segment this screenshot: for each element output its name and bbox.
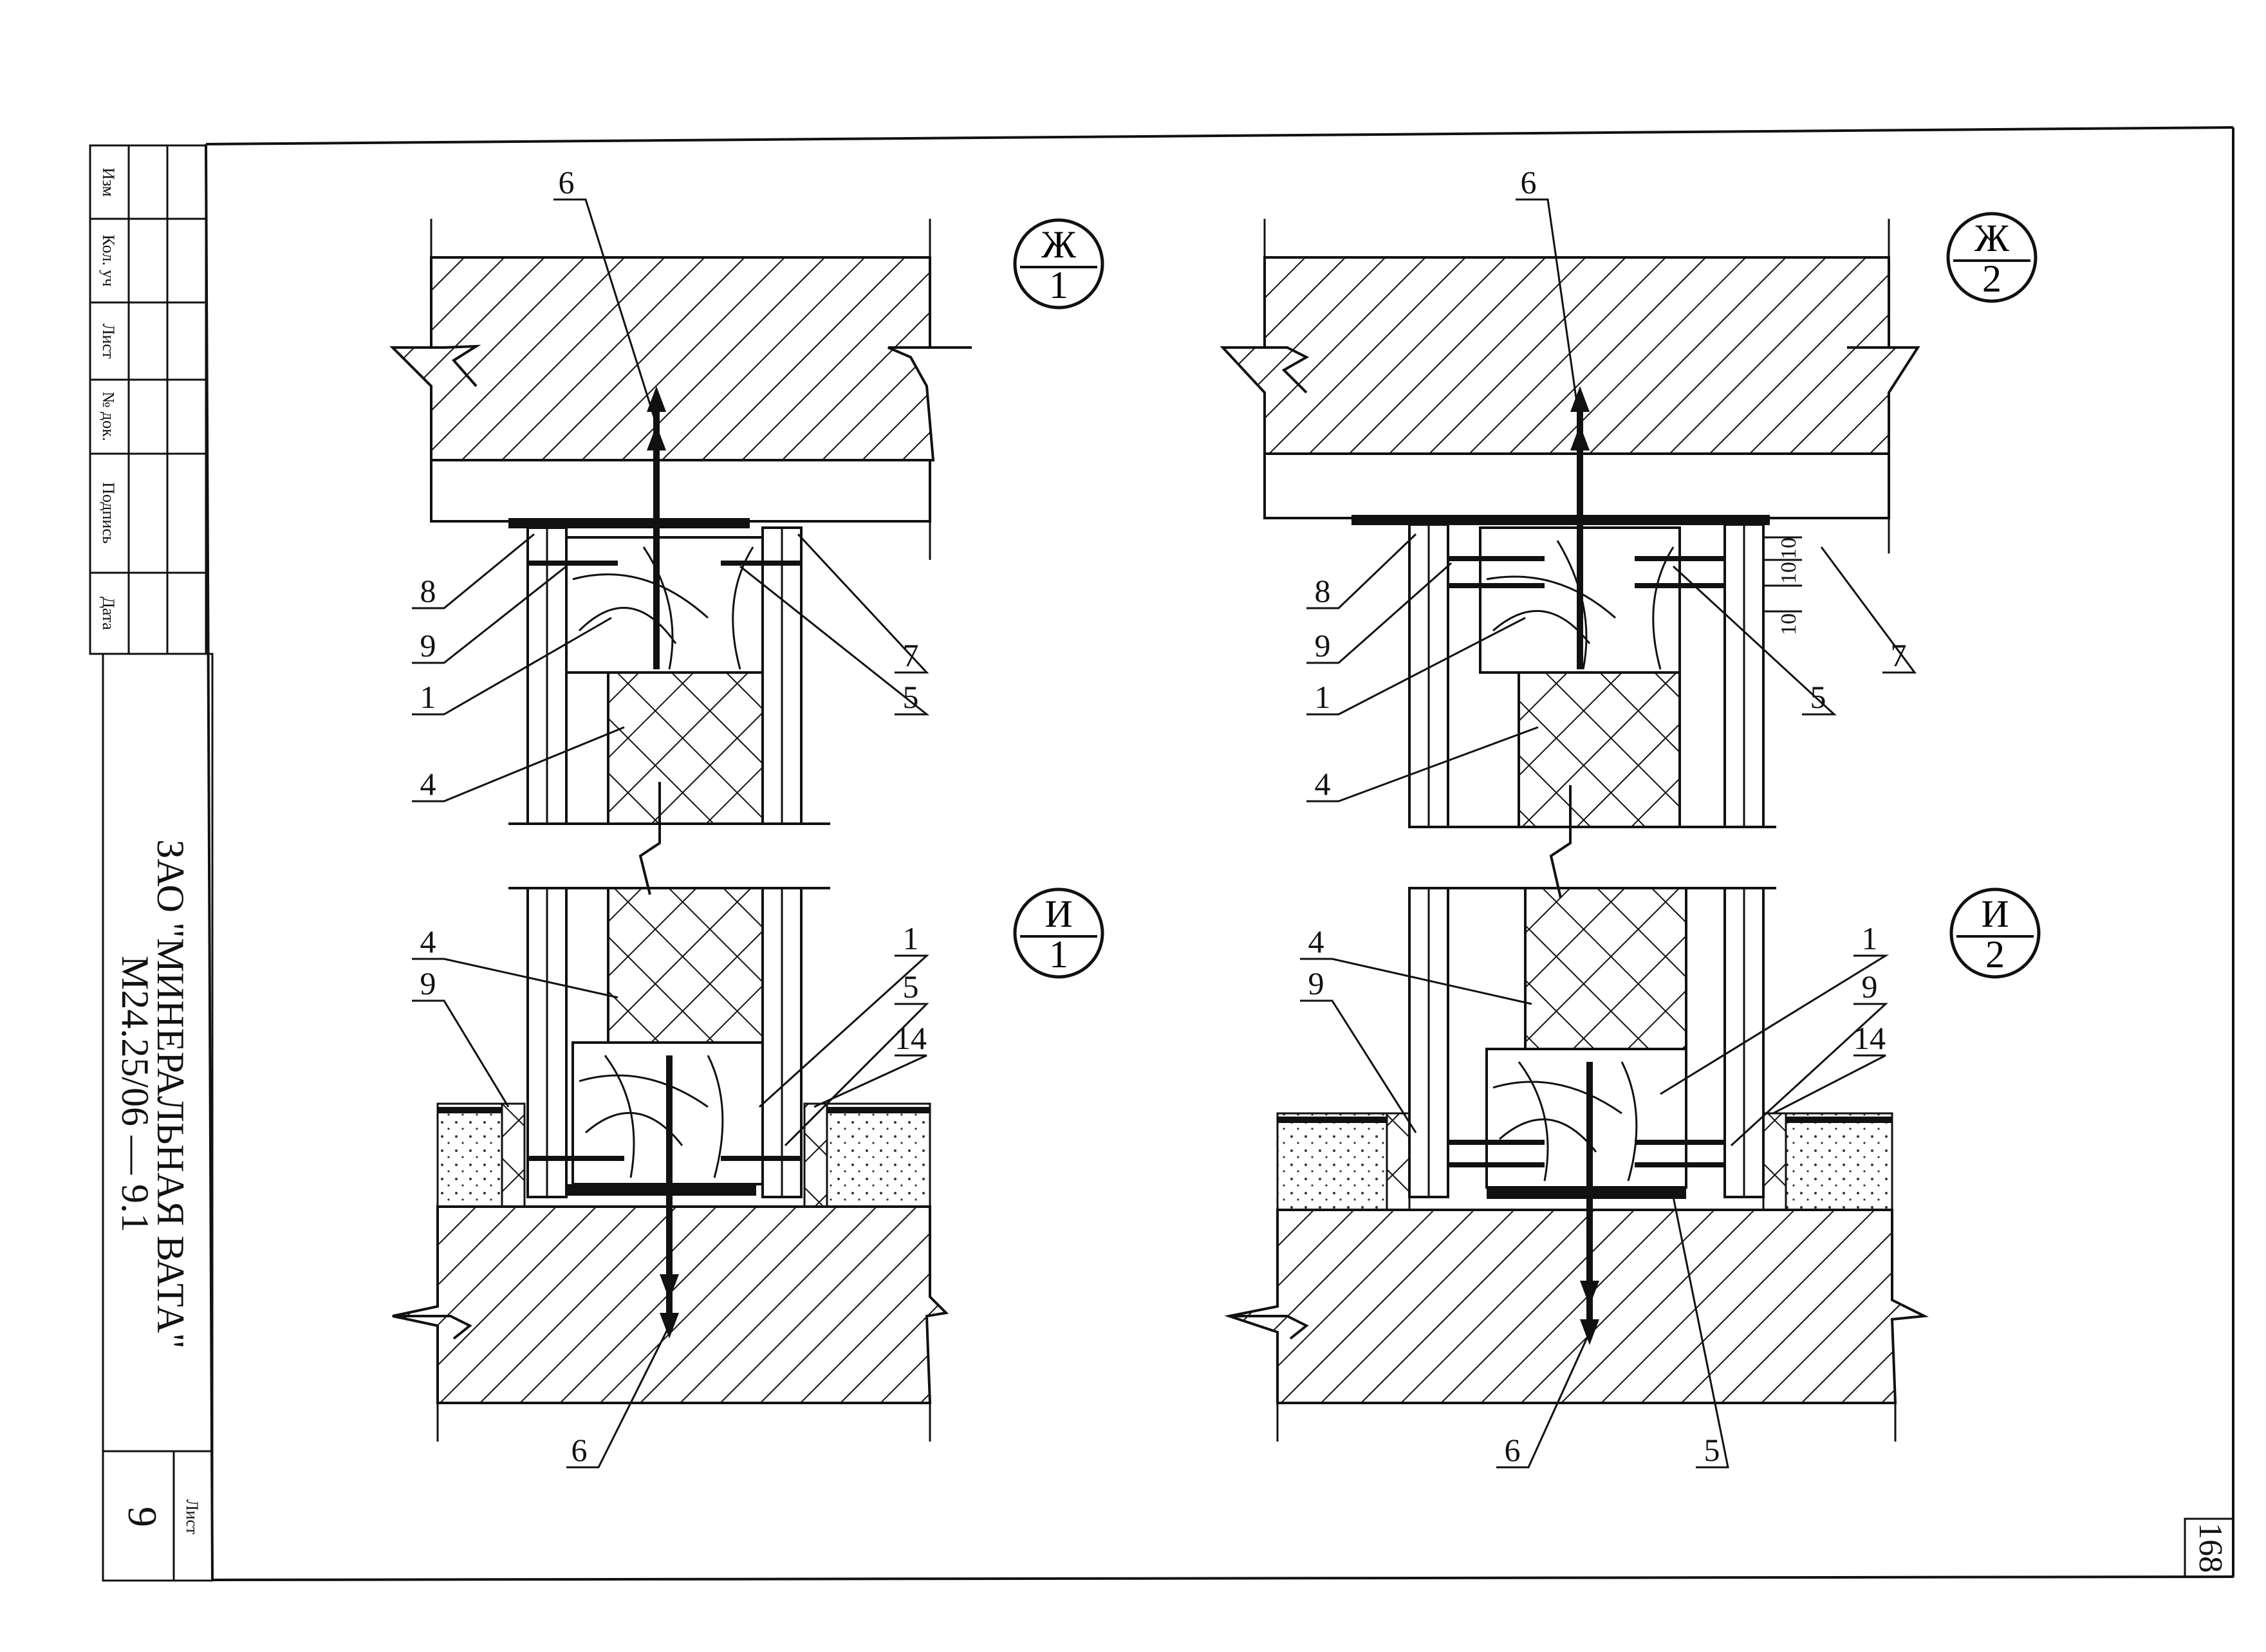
callout-i2-6: 6 (1505, 1432, 1521, 1468)
insulation-zh2 (1518, 671, 1681, 828)
page-number-box: 168 (2184, 1517, 2234, 1578)
callout-zh2-9: 9 (1315, 627, 1331, 664)
callout-zh1-9: 9 (420, 627, 436, 664)
wooden-bar-zh1 (565, 536, 764, 674)
slab-i2 (1224, 1209, 1929, 1404)
page-number: 168 (2192, 1523, 2229, 1573)
insulation-i1 (607, 887, 764, 1044)
detail-i2-number: 2 (1985, 933, 2005, 976)
slab-zh1 (389, 256, 935, 461)
seal-strip-zh2 (1351, 515, 1770, 525)
sheet-frame (205, 126, 2234, 1581)
detail-zh2-letter: Ж (1974, 217, 2009, 259)
detail-i2 (1224, 887, 1929, 1442)
seal-strip-i1 (566, 1184, 756, 1196)
callout-zh2-4: 4 (1315, 766, 1331, 802)
callout-zh2-1: 1 (1315, 679, 1331, 715)
detail-marker-zh2: Ж 2 (1946, 212, 2038, 303)
detail-zh1-letter: Ж (1041, 223, 1076, 266)
stamp-col-date: Дата (99, 597, 118, 630)
detail-i1 (392, 887, 949, 1442)
callout-i1-6: 6 (571, 1432, 588, 1468)
stamp-col-kol: Кол. уч (99, 235, 118, 287)
detail-marker-i1: И 1 (1013, 887, 1104, 979)
title-block (102, 653, 214, 1582)
screed-zh1 (430, 459, 931, 523)
callout-i1-4: 4 (420, 923, 436, 960)
dimension-2: 10 (1777, 562, 1801, 584)
dimension-3: 10 (1777, 613, 1801, 635)
stamp-col-izm: Изм (99, 167, 118, 196)
sheet-label: Лист (183, 1499, 201, 1534)
callout-i2-9-right: 9 (1862, 969, 1878, 1005)
callout-i1-9: 9 (420, 965, 436, 1001)
callout-zh2-8: 8 (1315, 573, 1331, 609)
detail-i2-letter: И (1981, 893, 2009, 935)
insulation-i2 (1524, 887, 1687, 1050)
callout-zh2-5: 5 (1810, 679, 1826, 715)
document-code: М24.25/06 — 9.1 (114, 956, 156, 1232)
callout-zh1-8: 8 (420, 573, 436, 609)
callout-zh1-4: 4 (420, 766, 436, 802)
sheet-number: 9 (120, 1507, 165, 1527)
callout-labels: 6 8 9 1 4 7 5 6 8 9 1 4 7 5 10 10 10 4 9… (420, 164, 1907, 1468)
stamp-labels: Изм Кол. уч Лист № док. Подпись Дата (99, 167, 118, 630)
callout-i1-5: 5 (903, 969, 919, 1005)
detail-zh1 (389, 219, 972, 895)
callout-zh2-6: 6 (1521, 164, 1537, 200)
detail-marker-zh1: Ж 1 (1013, 218, 1104, 310)
callout-i2-9-left: 9 (1308, 965, 1324, 1001)
detail-i1-letter: И (1045, 893, 1072, 935)
detail-zh2-number: 2 (1982, 257, 2001, 300)
detail-i1-number: 1 (1049, 933, 1068, 976)
callout-i2-4: 4 (1308, 923, 1324, 960)
callout-i1-14: 14 (895, 1020, 927, 1056)
detail-marker-i2: И 2 (1949, 887, 2041, 979)
detail-zh1-number: 1 (1049, 264, 1068, 306)
stamp-col-list: Лист (99, 324, 118, 358)
insulation-zh1 (607, 671, 764, 825)
callout-zh2-7: 7 (1891, 637, 1907, 673)
callout-zh1-1: 1 (420, 679, 436, 715)
callout-zh1-5: 5 (903, 679, 919, 715)
seal-strip-zh1 (508, 518, 750, 528)
callout-i2-14: 14 (1853, 1020, 1886, 1056)
leaders (412, 198, 1917, 1469)
dimension-1: 10 (1777, 537, 1801, 559)
callout-zh1-7: 7 (903, 637, 919, 673)
stamp-col-doc: № док. (99, 392, 118, 441)
callout-zh1-6: 6 (559, 164, 575, 200)
stamp-col-sign: Подпись (99, 482, 118, 544)
company-name: ЗАО "МИНЕРАЛЬНАЯ ВАТА" (149, 839, 192, 1349)
callout-i1-1: 1 (903, 920, 919, 956)
callout-i2-1: 1 (1862, 920, 1878, 956)
callout-i2-5: 5 (1704, 1432, 1720, 1468)
